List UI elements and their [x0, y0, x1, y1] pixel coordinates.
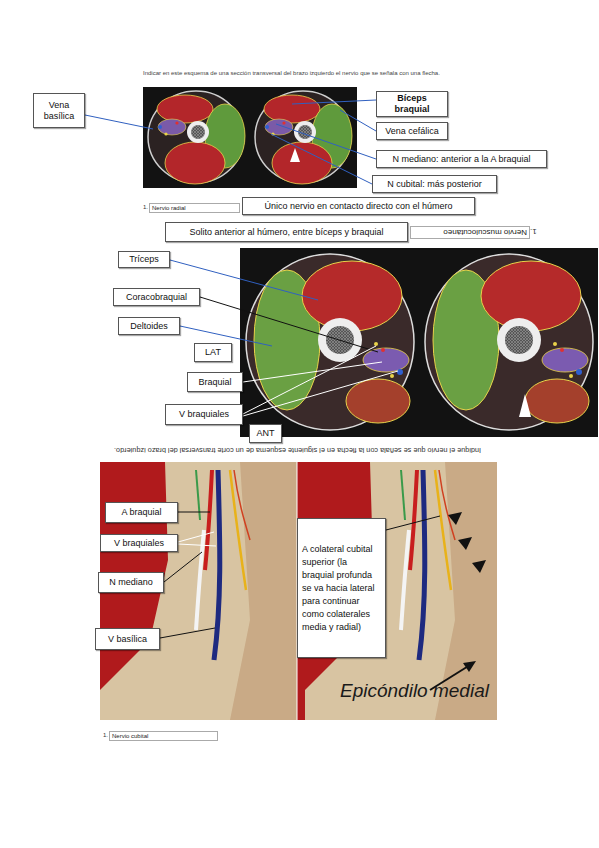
callout-box: Braquial	[187, 372, 243, 392]
box-text: N mediano	[109, 577, 153, 588]
callout-box: LAT	[194, 343, 232, 362]
callout-box: Tríceps	[118, 251, 170, 268]
leader-line	[164, 552, 202, 582]
leader-line	[178, 512, 210, 513]
box-text: Vena basílica	[37, 100, 81, 122]
box-text: Nervio radial	[152, 205, 186, 212]
leader-line	[271, 134, 372, 184]
pointer-arrow	[290, 148, 300, 162]
box-text: Nervio musculocutáneo	[443, 228, 527, 237]
box-text: V braquiales	[179, 409, 229, 420]
box-text: V basílica	[108, 634, 147, 645]
pointer-arrowhead	[448, 512, 462, 525]
leader-line	[243, 371, 398, 416]
leader-line	[85, 115, 153, 129]
pointer-arrowhead	[472, 560, 486, 573]
cross-section	[240, 248, 419, 437]
box-text: Solito anterior al húmero, entre bíceps …	[189, 227, 383, 238]
callout-box: A colateral cubital superior (la braquia…	[297, 518, 386, 658]
callout-box: V basílica	[95, 628, 160, 650]
box-text: Bíceps braquial	[380, 93, 444, 115]
leader-line	[178, 532, 214, 542]
box-text: N cubital: más posterior	[387, 179, 482, 190]
box-text: Vena cefálica	[385, 126, 439, 137]
box-text: Deltoides	[130, 321, 168, 332]
question-number: 1.	[530, 227, 537, 236]
box-text: ANT	[257, 428, 275, 439]
callout-box: Único nervio en contacto directo con el …	[242, 197, 475, 215]
box-text: A colateral cubital superior (la braquia…	[302, 543, 381, 634]
leader-line	[243, 346, 376, 414]
question-number: 1.	[103, 732, 108, 738]
answer-field: Nervio musculocutáneo	[410, 226, 530, 239]
leader-line	[292, 100, 376, 104]
box-text: N mediano: anterior a la A braquial	[392, 154, 530, 165]
box-text: Braquial	[198, 377, 231, 388]
callout-box: Vena basílica	[33, 93, 85, 128]
leader-line	[340, 110, 376, 131]
answer-field: Nervio radial	[149, 203, 240, 213]
pointer-arrowhead	[463, 661, 476, 672]
leader-line	[386, 516, 440, 530]
callout-box: N cubital: más posterior	[372, 175, 497, 193]
cross-section	[419, 248, 598, 437]
box-text: LAT	[205, 347, 221, 358]
box-text: Coracobraquial	[126, 292, 187, 303]
callout-box: V braquiales	[100, 534, 178, 552]
callout-box: ANT	[249, 424, 282, 443]
callout-box: V braquiales	[165, 404, 243, 425]
callout-box: A braquial	[105, 502, 178, 523]
callout-box: Deltoides	[118, 317, 180, 335]
callout-box: N mediano	[98, 572, 164, 593]
box-text: Único nervio en contacto directo con el …	[264, 201, 452, 212]
leader-line	[160, 628, 215, 638]
answer-field: Nervio cubital	[109, 731, 218, 741]
leader-line	[178, 544, 216, 546]
pointer-arrow	[519, 394, 531, 417]
callout-box: N mediano: anterior a la A braquial	[376, 150, 547, 168]
instruction-text: Indique el nervio que se señala con la f…	[114, 446, 481, 455]
image-caption: Epicóndilo medial	[340, 680, 489, 702]
instruction-text: Indicar en este esquema de una sección t…	[143, 70, 440, 76]
callout-box: Bíceps braquial	[376, 91, 448, 117]
box-text: Tríceps	[129, 254, 159, 265]
callout-box: Solito anterior al húmero, entre bíceps …	[165, 222, 408, 242]
box-text: A braquial	[121, 507, 161, 518]
box-text: V braquiales	[114, 538, 164, 549]
pointer-arrowhead	[458, 537, 472, 550]
box-text: Nervio cubital	[112, 733, 148, 740]
leader-line	[276, 124, 376, 159]
callout-box: Vena cefálica	[376, 122, 448, 140]
callout-box: Coracobraquial	[113, 288, 200, 306]
cross-section	[143, 87, 250, 188]
question-number: 1.	[143, 204, 148, 210]
